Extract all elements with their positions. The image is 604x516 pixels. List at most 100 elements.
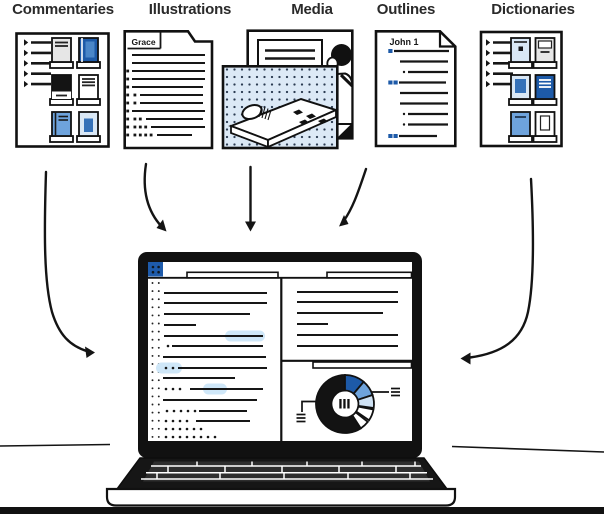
desk-line-left (0, 443, 111, 447)
book-decoration (85, 41, 95, 58)
app-icon-dots (151, 265, 160, 274)
chart-center-bar-icon (339, 399, 342, 409)
blue-marker (388, 80, 393, 85)
outline-text-lines (388, 49, 449, 138)
verse-dot (151, 379, 154, 382)
chart-center-bar-icon (343, 399, 346, 409)
book-decoration (518, 46, 523, 51)
illustrations-text-lines (126, 54, 205, 137)
arrowhead (460, 352, 471, 365)
folded-corner (438, 31, 456, 48)
row-marker (144, 133, 148, 137)
row-bullet (126, 133, 130, 137)
verse-dot (151, 322, 154, 325)
word-dot (166, 344, 170, 348)
laptop-base (105, 487, 457, 507)
verse-dot (157, 435, 160, 438)
row-bullet (126, 117, 130, 121)
chart-legends (296, 387, 400, 423)
arrow-commentaries (43, 170, 90, 353)
verse-dot (157, 306, 160, 309)
book-cover (78, 74, 99, 100)
blue-marker (393, 80, 398, 85)
word-dot (178, 435, 182, 439)
app-icon (148, 262, 163, 277)
flow-arrows (43, 162, 535, 359)
word-dot (172, 409, 176, 413)
floor-bar (0, 507, 604, 514)
verse-dot (151, 411, 154, 414)
book-decoration (515, 79, 526, 93)
verse-dot (157, 290, 160, 293)
book-base (49, 98, 74, 106)
desk-line-right (451, 445, 604, 453)
bullet-arrow-icon (486, 80, 491, 88)
row-marker (133, 117, 137, 121)
word-dot (171, 366, 175, 370)
bullet-arrow-icon (486, 49, 491, 57)
card-border (374, 30, 457, 148)
category-label-outlines: Outlines (376, 1, 436, 18)
verse-dot (151, 330, 154, 333)
dot-marker (402, 123, 406, 126)
arrowhead (339, 215, 349, 227)
bullet-arrow-icon (486, 70, 491, 77)
arrowhead (245, 221, 256, 232)
commentaries-bullet-list (24, 39, 51, 88)
category-label-media: Media (291, 1, 333, 18)
book-base (76, 61, 101, 69)
word-dot (178, 419, 182, 423)
left-panel-text (156, 291, 267, 439)
verse-dot (157, 346, 160, 349)
row-bullet (126, 85, 130, 89)
artifact-hatching (258, 105, 272, 121)
blue-marker (388, 49, 393, 53)
verse-dot (151, 306, 154, 309)
row-marker (133, 93, 137, 97)
word-dot (165, 409, 169, 413)
word-dot (199, 435, 203, 439)
verse-dot (151, 290, 154, 293)
word-dot (178, 387, 182, 391)
word-dot (213, 435, 217, 439)
verse-dot (157, 322, 160, 325)
arrowhead (156, 219, 167, 232)
verse-dot (157, 282, 160, 284)
book-decoration (539, 115, 551, 131)
right-panel-text (297, 290, 398, 348)
blue-marker (393, 134, 398, 138)
illustrations-card: Grace (123, 30, 214, 150)
text-highlight (156, 362, 182, 374)
outline-title: John 1 (390, 37, 419, 47)
verse-dot (157, 314, 160, 317)
word-dot (164, 419, 168, 423)
book-base (49, 61, 74, 69)
category-label-illustrations: Illustrations (148, 1, 232, 18)
word-dot (185, 427, 189, 431)
category-label-commentaries: Commentaries (12, 1, 114, 18)
word-dot (199, 427, 203, 431)
artifact-drawing (228, 97, 339, 149)
verse-dot (157, 298, 160, 301)
row-bullet (126, 125, 130, 129)
word-dot (164, 435, 168, 439)
chart-panel-tab (312, 361, 413, 369)
book-cover (51, 37, 72, 63)
bullet-arrow-icon (24, 49, 29, 57)
bullet-arrow-icon (486, 39, 491, 46)
verse-dot (151, 338, 154, 341)
book-base (508, 61, 533, 69)
verse-dot (151, 403, 154, 406)
verse-dot (151, 427, 154, 430)
verse-dot (157, 387, 160, 390)
row-bullet (126, 101, 130, 105)
verse-dot (151, 298, 154, 301)
dot-marker (402, 70, 406, 74)
dot-marker (402, 112, 406, 116)
arrowheads (85, 215, 471, 365)
arrowhead (85, 346, 95, 358)
artifact-slab-front (267, 108, 337, 149)
row-marker (138, 133, 142, 137)
